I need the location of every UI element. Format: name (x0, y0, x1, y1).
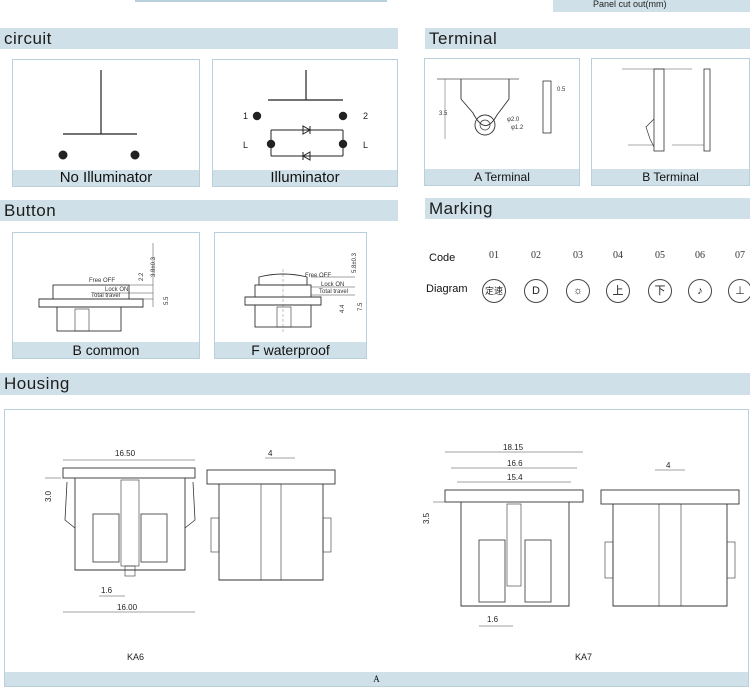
ka7-side-dim: 4 (666, 461, 671, 470)
symbol-music-icon: ♪ (688, 279, 712, 303)
ka7-slot: 1.6 (487, 615, 499, 624)
ka6-label: KA6 (127, 652, 144, 662)
label-l-right: L (363, 140, 368, 150)
symbol-sunrise-icon: ☼ (566, 279, 590, 303)
ka7-height: 3.5 (422, 512, 431, 524)
terminal-title: Terminal (429, 29, 498, 48)
button-f-panel: Free OFF Lock ON Total travel 5.8±0.3 4.… (214, 232, 367, 359)
button-f-lock-on: Lock ON (321, 282, 344, 288)
terminal-a-drawing: 3.5 φ2.0 φ1.2 0.5 (437, 78, 566, 139)
symbol-up-icon: 上 (606, 279, 630, 303)
button-f-low-dim: 7.5 (358, 302, 364, 311)
button-b-panel: Free OFF Lock ON Total travel 3.8±0.3 2.… (12, 232, 200, 359)
button-title: Button (4, 201, 57, 220)
no-illuminator-diagram (58, 70, 140, 160)
housing-title: Housing (4, 374, 70, 393)
code-01: 01 (489, 250, 499, 261)
terminal-a-d1: φ2.0 (507, 117, 520, 123)
terminal-a-caption: A Terminal (425, 169, 579, 185)
label-l-left: L (243, 140, 248, 150)
label-1: 1 (243, 111, 248, 121)
terminal-b-caption: B Terminal (592, 169, 749, 185)
terminal-a-d2: φ1.2 (511, 125, 524, 131)
ka6-height: 3.0 (44, 490, 53, 502)
code-06: 06 (695, 250, 705, 261)
code-07: 07 (735, 250, 745, 261)
code-05: 05 (655, 250, 665, 261)
ka7-width-1: 18.15 (503, 443, 524, 452)
button-b-mid-dim: 2.2 (139, 272, 145, 281)
ka7-width-3: 15.4 (507, 473, 523, 482)
button-b-total-travel: Total travel (91, 293, 120, 299)
ka7-width-2: 16.6 (507, 459, 523, 468)
button-b-low-dim: 5.5 (164, 296, 170, 305)
button-f-total-travel: Total travel (319, 289, 348, 295)
button-f-mid-dim: 4.4 (340, 304, 346, 313)
button-b-lock-on: Lock ON (105, 287, 128, 293)
housing-footer: A (5, 672, 748, 686)
panel-cutout-label: Panel cut out(mm) (593, 0, 667, 9)
illuminator-panel: 1 2 L L Illuminator (212, 59, 398, 187)
button-header: Button (0, 200, 398, 221)
housing-panel: 16.50 3.0 1.6 16.00 KA6 4 18.15 16.6 15.… (4, 409, 749, 687)
symbol-cruise-icon: 定速 (482, 279, 506, 303)
illuminator-caption: Illuminator (213, 170, 397, 186)
symbol-headlight-icon: D (524, 279, 548, 303)
panel-cutout-tab: Panel cut out(mm) (553, 0, 750, 12)
button-f-free-off: Free OFF (305, 273, 331, 279)
button-f-caption: F waterproof (215, 342, 366, 358)
circuit-title: circuit (4, 29, 52, 48)
no-illuminator-caption: No Illuminator (13, 170, 199, 186)
ka6-width-top: 16.50 (115, 449, 136, 458)
terminal-a-width: 0.5 (557, 87, 566, 93)
top-rule (135, 0, 387, 2)
button-b-free-off: Free OFF (89, 278, 115, 284)
terminal-a-height: 3.5 (439, 111, 448, 117)
no-illuminator-panel: No Illuminator (12, 59, 200, 187)
code-03: 03 (573, 250, 583, 261)
button-f-drawing: Free OFF Lock ON Total travel 5.8±0.3 4.… (244, 252, 364, 333)
marking-title: Marking (429, 199, 493, 218)
housing-header: Housing (0, 373, 750, 395)
ka6-slot: 1.6 (101, 586, 113, 595)
button-b-caption: B common (13, 342, 199, 358)
button-b-top-dim: 3.8±0.3 (151, 256, 157, 277)
terminal-header: Terminal (425, 28, 750, 49)
symbol-horn-icon: ⊥ (728, 279, 750, 303)
terminal-b-panel: B Terminal (591, 58, 750, 186)
symbol-down-icon: 下 (648, 279, 672, 303)
ka7-label: KA7 (575, 652, 592, 662)
code-02: 02 (531, 250, 541, 261)
marking-diagram-label: Diagram (426, 283, 468, 295)
housing-drawing: 16.50 3.0 1.6 16.00 KA6 4 18.15 16.6 15.… (44, 443, 740, 662)
button-b-drawing: Free OFF Lock ON Total travel 3.8±0.3 2.… (38, 243, 170, 332)
marking-code-label: Code (429, 252, 456, 264)
code-04: 04 (613, 250, 623, 261)
terminal-b-drawing (622, 68, 711, 152)
circuit-header: circuit (0, 28, 398, 49)
label-2: 2 (363, 111, 368, 121)
terminal-a-panel: 3.5 φ2.0 φ1.2 0.5 A Terminal (424, 58, 580, 186)
illuminator-diagram: 1 2 L L (243, 70, 368, 161)
ka6-width-bottom: 16.00 (117, 603, 138, 612)
marking-header: Marking (425, 198, 750, 219)
button-f-top-dim: 5.8±0.3 (352, 252, 358, 273)
ka6-side-dim: 4 (268, 449, 273, 458)
